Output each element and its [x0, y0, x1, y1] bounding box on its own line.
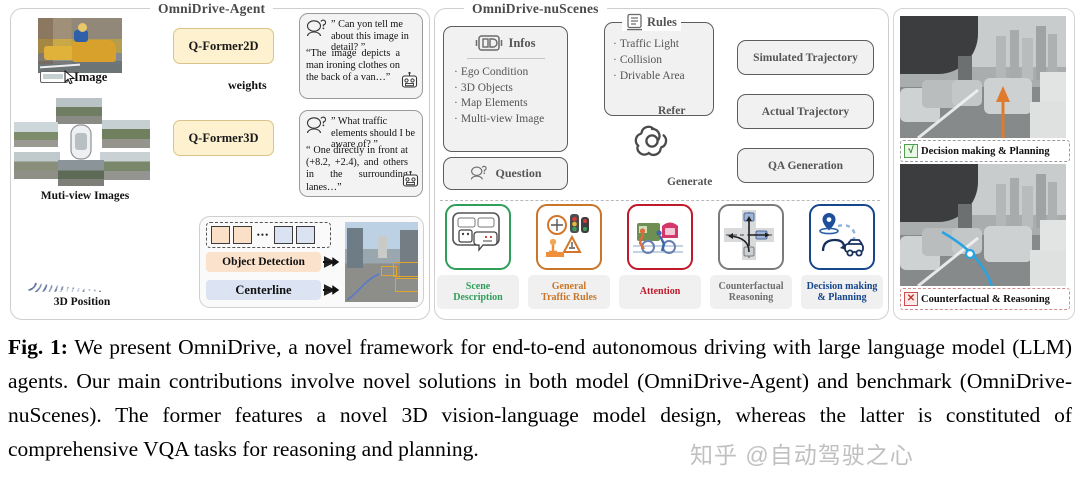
q-former-2d-box[interactable]: Q-Former2D	[173, 28, 274, 64]
list-item: ·Drivable Area	[613, 70, 685, 82]
scene-image-planning	[900, 16, 1066, 138]
category-attention-label: Attention	[619, 275, 701, 309]
ego-car-icon	[70, 124, 92, 160]
tag-counterfactual-reasoning: ✕ Counterfactual & Reasoning	[900, 288, 1070, 310]
robot-icon	[401, 72, 418, 88]
category-general-traffic-rules-label: General Traffic Rules	[528, 275, 610, 309]
qa-generation-label: QA Generation	[767, 159, 844, 172]
position-3d-label: 3D Position	[53, 296, 111, 308]
question-person-icon	[471, 165, 488, 180]
centerline-head[interactable]: Centerline	[206, 280, 321, 300]
refer-label: Refer	[658, 105, 686, 117]
figure-caption-text: We present OmniDrive, a novel framework …	[8, 335, 1072, 461]
category-counterfactual-reasoning-label: Counterfactual Reasoning	[710, 275, 792, 309]
token-ellipsis: •••	[256, 230, 270, 240]
rules-icon	[627, 13, 642, 31]
cursor-icon	[64, 70, 76, 85]
token-query-3	[274, 226, 293, 244]
infos-box: Infos ·Ego Condition ·3D Objects ·Map El…	[443, 26, 568, 152]
bubble-3d-question: ” What traffic elements should I be awar…	[331, 116, 416, 151]
dialog-bubble-2d: ” Can yon tell me about this image in de…	[299, 13, 423, 99]
multiview-images-label: Muti-view Images	[40, 190, 130, 202]
figure-image: OmniDrive-Agent Image Muti-view Images	[10, 1, 1075, 320]
robot-chat-icon	[445, 204, 511, 270]
panel-title-agent: OmniDrive-Agent	[150, 1, 274, 17]
rules-title-wrap: Rules	[622, 13, 681, 31]
category-separator	[440, 200, 880, 201]
panel-title-nuscenes: OmniDrive-nuScenes	[464, 1, 607, 17]
bubble-2d-question: ” Can yon tell me about this image in de…	[331, 19, 409, 54]
head-arrows	[323, 256, 340, 296]
qa-generation-box: QA Generation	[737, 148, 874, 183]
q-former-2d-label: Q-Former2D	[188, 38, 259, 53]
category-decision-making-planning[interactable]: Decision making & Planning	[801, 204, 883, 316]
robot-icon	[402, 171, 419, 187]
category-attention[interactable]: Attention	[619, 204, 701, 316]
rules-box	[604, 22, 714, 116]
object-detection-head[interactable]: Object Detection	[206, 252, 321, 272]
question-box: Question	[443, 157, 568, 190]
generate-label: Generate	[667, 176, 713, 188]
tag-counterfactual-reasoning-label: Counterfactual & Reasoning	[921, 293, 1050, 305]
person-question-icon	[306, 116, 327, 134]
category-counterfactual-reasoning[interactable]: Counterfactual Reasoning	[710, 204, 792, 316]
simulated-trajectory-box: Simulated Trajectory	[737, 40, 874, 75]
category-scene-description-label: Scene Description	[437, 275, 519, 309]
figure-caption-prefix: Fig. 1:	[8, 335, 68, 359]
detection-result-image	[345, 222, 418, 302]
list-item: ·3D Objects	[454, 81, 513, 94]
object-detection-label: Object Detection	[222, 256, 305, 268]
cross-icon: ✕	[904, 292, 918, 306]
category-decision-making-planning-label: Decision making & Planning	[801, 275, 883, 309]
bubble-3d-answer: “ One directly in front at (+8.2, +2.4),…	[306, 145, 408, 193]
list-item: ·Traffic Light	[613, 38, 679, 50]
infos-title: Infos	[508, 35, 536, 50]
check-icon: √	[904, 144, 918, 158]
point-cloud-dots	[14, 208, 154, 293]
category-scene-description[interactable]: Scene Description	[437, 204, 519, 316]
traffic-signs-icon	[536, 204, 602, 270]
token-query-4	[296, 226, 315, 244]
list-item: ·Collision	[613, 54, 663, 66]
list-item: ·Multi-view Image	[454, 112, 545, 125]
q-former-3d-label: Q-Former3D	[188, 130, 259, 145]
image-label: Image	[74, 70, 108, 84]
actual-trajectory-label: Actual Trajectory	[761, 105, 850, 118]
intersection-icon	[718, 204, 784, 270]
scene-image-counterfactual	[900, 164, 1066, 286]
tag-decision-making-planning-label: Decision making & Planning	[921, 145, 1050, 157]
q-former-3d-box[interactable]: Q-Former3D	[173, 120, 274, 156]
infos-icon	[476, 35, 503, 51]
category-general-traffic-rules[interactable]: General Traffic Rules	[528, 204, 610, 316]
actual-trajectory-box: Actual Trajectory	[737, 94, 874, 129]
figure-caption: Fig. 1: We present OmniDrive, a novel fr…	[8, 330, 1072, 466]
person-question-icon	[306, 19, 327, 37]
rules-title: Rules	[647, 14, 677, 29]
infos-list: ·Ego Condition ·3D Objects ·Map Elements…	[444, 65, 544, 127]
road-users-icon	[627, 204, 693, 270]
rules-list: ·Traffic Light ·Collision ·Drivable Area	[613, 36, 685, 84]
weights-label: weights	[228, 78, 267, 92]
list-item: ·Ego Condition	[454, 66, 529, 78]
task-category-row: Scene Description	[437, 204, 883, 316]
route-car-icon	[809, 204, 875, 270]
list-item: ·Map Elements	[454, 97, 528, 109]
gpt-model-icon	[634, 125, 668, 156]
token-query-2	[233, 226, 252, 244]
token-query-1	[211, 226, 230, 244]
question-label: Question	[495, 166, 542, 180]
simulated-trajectory-label: Simulated Trajectory	[753, 51, 858, 64]
tag-decision-making-planning: √ Decision making & Planning	[900, 140, 1070, 162]
dialog-bubble-3d: ” What traffic elements should I be awar…	[299, 110, 423, 197]
bubble-2d-answer: “The image depicts a man ironing clothes…	[306, 48, 400, 84]
token-row: •••	[206, 222, 331, 248]
multiview-images-cluster	[14, 98, 154, 186]
centerline-label: Centerline	[235, 282, 292, 297]
single-image-thumbnail	[38, 18, 122, 73]
